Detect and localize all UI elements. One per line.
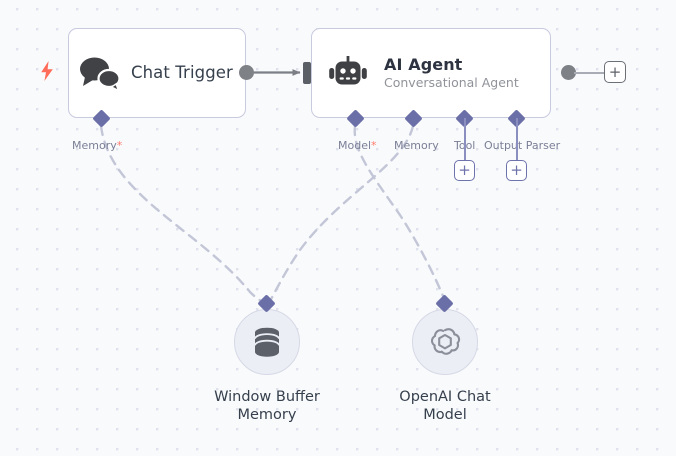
ai-agent-output-parser-add-button[interactable]: + (506, 160, 527, 181)
node-subtitle: Conversational Agent (384, 74, 519, 90)
ai-agent-memory-port-label: Memory (394, 139, 439, 152)
required-star: * (116, 139, 123, 152)
edge-trigger-memory-to-window-buffer (99, 124, 269, 306)
ai-agent-output-dot-icon[interactable] (561, 65, 576, 80)
ai-agent-output-parser-port-label: Output Parser (484, 139, 560, 152)
window-buffer-memory-label: Window Buffer Memory (187, 388, 347, 425)
edge-agent-model-to-openai (353, 124, 447, 303)
robot-icon (312, 29, 384, 117)
openai-chat-model-label: OpenAI Chat Model (365, 388, 525, 425)
node-title: Chat Trigger (131, 62, 233, 82)
node-title: AI Agent (384, 55, 463, 75)
ai-agent-tool-stub (463, 118, 466, 162)
ai-agent-output-parser-stub (515, 118, 518, 162)
label-line-1: Window Buffer (214, 389, 320, 405)
port-label-text: Output Parser (484, 139, 561, 152)
chat-trigger-titles: Chat Trigger (131, 63, 233, 84)
database-cylinder-icon (252, 326, 282, 358)
node-window-buffer-memory[interactable] (234, 309, 300, 375)
port-label-text: Model (338, 139, 372, 152)
lightning-bolt-icon (39, 60, 55, 82)
ai-agent-titles: AI Agent Conversational Agent (384, 56, 519, 90)
port-label-text: Memory (72, 139, 117, 152)
node-openai-chat-model[interactable] (412, 309, 478, 375)
node-chat-trigger[interactable]: Chat Trigger (68, 28, 246, 118)
edge-agent-memory-to-window-buffer (267, 124, 415, 305)
port-label-text: Memory (394, 139, 439, 152)
node-ai-agent[interactable]: AI Agent Conversational Agent (311, 28, 551, 118)
chat-bubbles-icon (69, 29, 131, 117)
label-line-2: Model (423, 407, 467, 424)
label-line-2: Memory (237, 407, 297, 424)
ai-agent-tool-add-button[interactable]: + (454, 160, 475, 181)
chat-trigger-output-dot-icon[interactable] (239, 65, 254, 80)
label-line-1: OpenAI Chat (399, 389, 491, 405)
ai-agent-input-port-icon[interactable] (303, 62, 311, 84)
ai-agent-model-port-label: Model* (338, 139, 377, 152)
openai-logo-icon (428, 325, 462, 359)
required-star: * (371, 139, 377, 152)
chat-trigger-memory-port-label: Memory* (72, 139, 122, 152)
ai-agent-add-node-button[interactable]: + (604, 61, 626, 83)
ai-agent-output-stub (574, 71, 605, 74)
